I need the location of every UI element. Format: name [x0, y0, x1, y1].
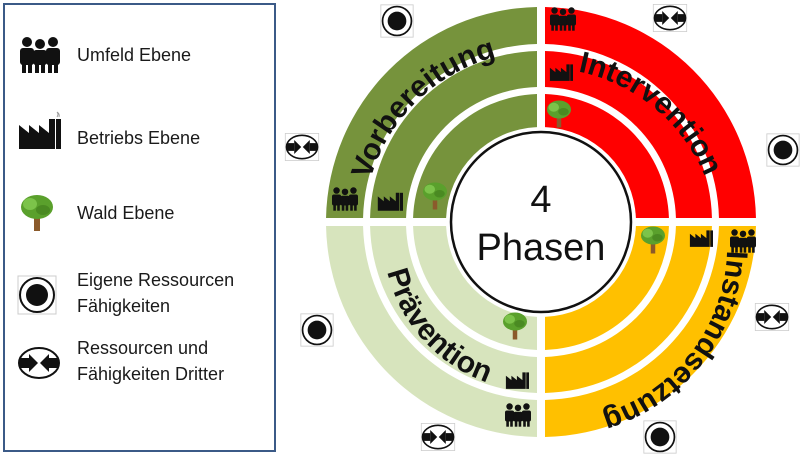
own-resources-icon	[17, 275, 57, 315]
third-party-resources-icon	[18, 347, 60, 379]
legend-box: Umfeld Ebene Betriebs Ebene Wald Ebene E…	[3, 3, 276, 452]
legend-label-dritter-2: Fähigkeiten Dritter	[77, 364, 225, 384]
third-party-left-icon	[284, 133, 320, 161]
center-phasen: Phasen	[477, 227, 606, 269]
sector-praevention-ring-2	[370, 225, 538, 393]
legend-label-dritter-1: Ressourcen und	[77, 338, 209, 358]
sector-vorbereitung-ring-2	[370, 51, 538, 219]
center-number: 4	[530, 179, 551, 221]
own-resources-right-icon	[766, 133, 800, 167]
sector-intervention-ring-3	[544, 94, 669, 219]
center-circle	[449, 130, 633, 314]
sector-instandsetzung-ring-2	[544, 225, 712, 393]
legend-label-wald: Wald Ebene	[77, 203, 175, 223]
third-party-right-icon	[754, 303, 790, 331]
own-resources-bottom-icon	[643, 420, 677, 454]
legend-label-betrieb: Betriebs Ebene	[77, 128, 201, 148]
tree-icon	[21, 195, 53, 231]
people-icon	[20, 37, 60, 73]
third-party-top-icon	[652, 4, 688, 32]
legend-label-umfeld: Umfeld Ebene	[77, 45, 192, 65]
legend-label-eigene-2: Fähigkeiten	[77, 296, 171, 316]
own-resources-top-icon	[380, 4, 414, 38]
own-resources-left-icon	[300, 313, 334, 347]
third-party-bottom-icon	[420, 423, 456, 451]
sector-intervention-ring-2	[544, 51, 712, 219]
factory-icon	[19, 111, 61, 149]
sector-instandsetzung-ring-3	[544, 225, 669, 350]
legend-label-eigene-1: Eigene Ressourcen	[77, 270, 235, 290]
